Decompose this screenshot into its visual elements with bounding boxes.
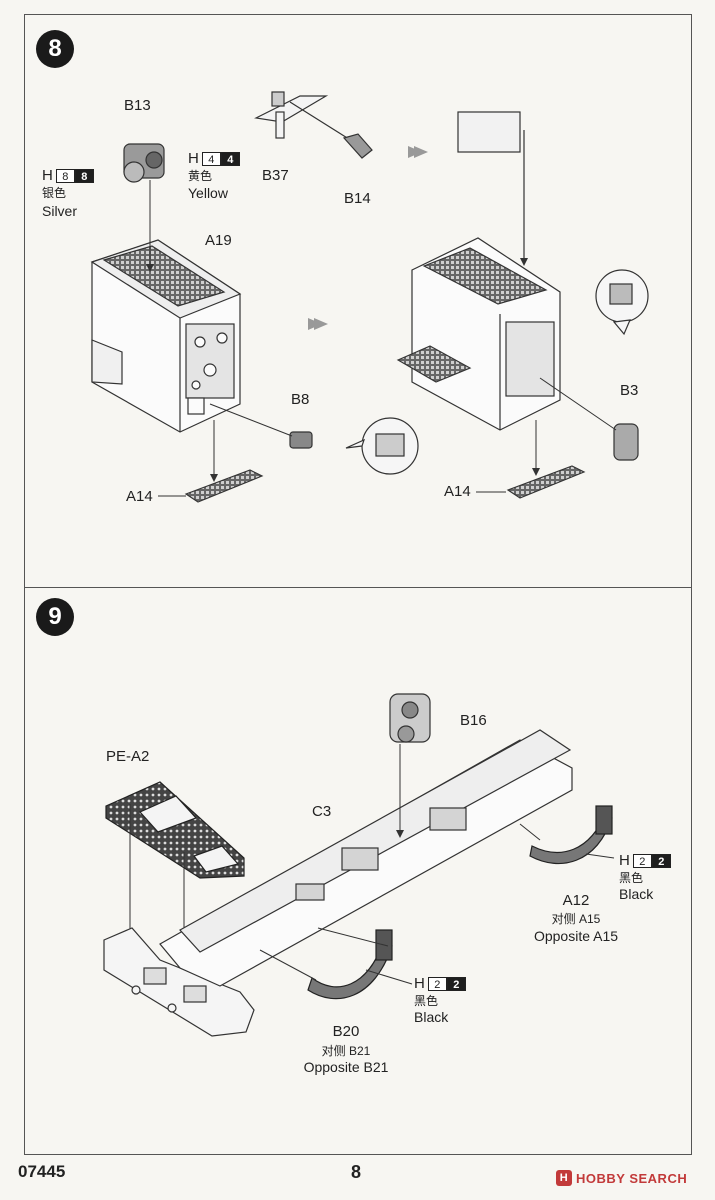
step-8-badge: 8 xyxy=(36,30,74,68)
next-arrow-mid xyxy=(308,318,328,330)
label-a12: A12 xyxy=(562,892,590,909)
b8-part xyxy=(289,431,313,449)
paint-h2-right-en: Black xyxy=(619,886,654,902)
paint-code-box-dark: 8 xyxy=(74,168,94,183)
label-b37: B37 xyxy=(262,167,289,184)
paint-chip-h8: H 8 8 xyxy=(42,167,94,184)
paint-code-box-dark: 2 xyxy=(446,976,466,991)
paint-h8-zh: 银色 xyxy=(42,186,67,200)
page-number: 8 xyxy=(351,1162,362,1182)
step-9-panel xyxy=(24,587,692,1155)
paint-code-box: 2 xyxy=(632,853,652,868)
paint-h2-mid-en: Black xyxy=(414,1009,449,1025)
paint-chip-prefix: H xyxy=(188,150,199,167)
a12-part xyxy=(529,805,613,865)
paint-chip-h2-right: H 2 2 xyxy=(619,852,671,869)
assembled-box xyxy=(396,111,561,431)
paint-code-box: 8 xyxy=(55,168,75,183)
step-9-badge: 9 xyxy=(36,598,74,636)
paint-code-box: 2 xyxy=(427,976,447,991)
detail-callout-left xyxy=(345,417,419,475)
label-a12-zh: 对侧 A15 xyxy=(551,912,601,926)
label-a14-left: A14 xyxy=(126,488,153,505)
paint-code-box-dark: 2 xyxy=(651,853,671,868)
label-b20-en: Opposite B21 xyxy=(303,1059,389,1075)
a14-right-part xyxy=(506,465,586,499)
label-b14: B14 xyxy=(344,190,371,207)
paint-chip-prefix: H xyxy=(42,167,53,184)
label-b16: B16 xyxy=(460,712,487,729)
label-pe-a2: PE-A2 xyxy=(106,748,150,765)
c3-chassis xyxy=(103,729,573,1037)
label-b20-zh: 对侧 B21 xyxy=(321,1044,371,1058)
pe-a2-part xyxy=(105,781,245,879)
watermark-text: HOBBY SEARCH xyxy=(576,1170,688,1186)
label-b13: B13 xyxy=(124,97,151,114)
label-b3: B3 xyxy=(620,382,639,399)
next-arrow-top xyxy=(408,146,428,158)
b13-part xyxy=(123,143,165,183)
paint-chip-h4: H 4 4 xyxy=(188,150,240,167)
b37-part xyxy=(254,91,361,147)
label-a12-en: Opposite A15 xyxy=(533,928,619,944)
paint-chip-h2-mid: H 2 2 xyxy=(414,975,466,992)
label-a14-right: A14 xyxy=(444,483,471,500)
watermark-logo-icon: H xyxy=(556,1170,572,1186)
paint-h2-right-zh: 黑色 xyxy=(619,871,644,885)
b3-part xyxy=(613,423,639,461)
label-a19: A19 xyxy=(205,232,232,249)
detail-callout-right xyxy=(595,269,649,336)
paint-code-box: 4 xyxy=(201,151,221,166)
paint-code-box-dark: 4 xyxy=(220,151,240,166)
paint-h4-zh: 黄色 xyxy=(188,169,213,183)
paint-h8-en: Silver xyxy=(42,203,78,219)
a19-part xyxy=(90,239,242,433)
watermark: H HOBBY SEARCH xyxy=(556,1170,687,1186)
b14-part xyxy=(342,133,373,159)
label-b8: B8 xyxy=(291,391,310,408)
label-c3: C3 xyxy=(312,803,332,820)
kit-code: 07445 xyxy=(18,1162,66,1181)
paint-h4-en: Yellow xyxy=(188,185,228,201)
b16-part xyxy=(389,693,431,743)
paint-h2-mid-zh: 黑色 xyxy=(414,994,439,1008)
a14-left-part xyxy=(184,469,264,503)
paint-chip-prefix: H xyxy=(414,975,425,992)
label-b20: B20 xyxy=(332,1023,360,1040)
paint-chip-prefix: H xyxy=(619,852,630,869)
